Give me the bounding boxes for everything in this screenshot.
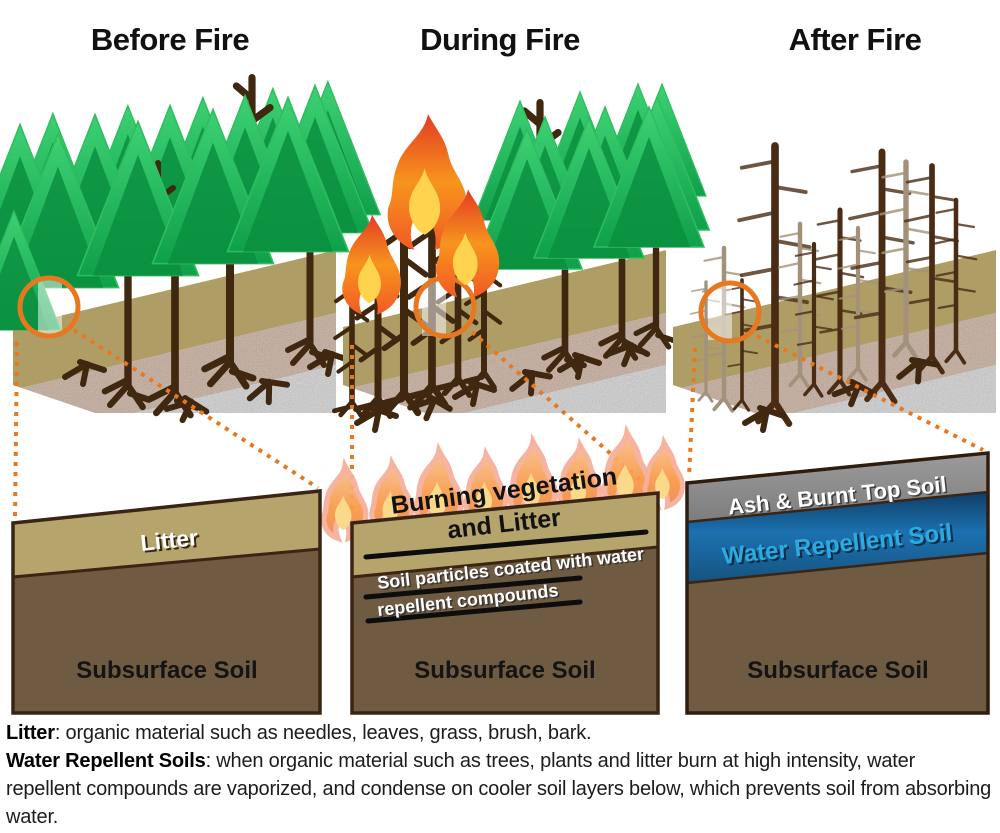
litter-layer xyxy=(352,493,658,577)
subsurface-layer xyxy=(352,547,658,713)
before-fire-title: Before Fire xyxy=(90,22,250,57)
litter-definition: Litter: organic material such as needles… xyxy=(6,719,992,747)
layer-boundary xyxy=(351,545,659,579)
svg-text:Litter: Litter xyxy=(139,524,199,556)
litter-label: Litter Litter xyxy=(139,524,201,558)
subsurface-label: Subsurface Soil xyxy=(76,657,257,684)
before-fire-panel xyxy=(0,78,381,519)
subsurface-label: Subsurface Soil xyxy=(414,657,595,684)
subsurface-layer xyxy=(13,549,320,713)
box-border xyxy=(350,491,660,715)
water-repellent-definition-text: : when organic material such as trees, p… xyxy=(6,750,992,828)
svg-text:Litter: Litter xyxy=(141,526,201,558)
before-soil-box: Litter Litter Subsurface Soil xyxy=(11,489,322,715)
after-soil-box: Ash & Burnt Top Soil Ash & Burnt Top Soi… xyxy=(685,451,990,715)
layer-boundary xyxy=(12,547,321,579)
magnifier-circle xyxy=(698,280,762,344)
water-repellent-definition: Water Repellent Soils: when organic mate… xyxy=(6,747,992,831)
subsurface-layer xyxy=(687,553,988,713)
during-fire-panel xyxy=(330,83,710,516)
ash-layer xyxy=(687,453,988,522)
caption-text: Litter: organic material such as needles… xyxy=(6,719,992,831)
subsurface-label: Subsurface Soil xyxy=(747,657,928,684)
soil-core-highlight xyxy=(38,278,62,336)
callout-dotted-lines xyxy=(13,328,320,519)
litter-definition-text: : organic material such as needles, leav… xyxy=(54,722,592,744)
callout-dotted-lines xyxy=(687,334,984,479)
water-repellent-term: Water Repellent Soils xyxy=(6,750,206,772)
during-fire-title: During Fire xyxy=(420,22,580,57)
layer-boundary xyxy=(686,551,989,585)
after-fire-title: After Fire xyxy=(788,22,922,57)
repellent-compound-lines xyxy=(363,529,649,624)
magnifier-circle xyxy=(17,275,81,339)
litter-term: Litter xyxy=(6,722,55,744)
box-border xyxy=(685,451,990,715)
box-border xyxy=(11,489,322,715)
after-fire-panel xyxy=(660,146,1000,500)
during-soil-box: Burning vegetation and Litter Soil parti… xyxy=(350,462,660,715)
layer-boundary xyxy=(686,490,989,524)
